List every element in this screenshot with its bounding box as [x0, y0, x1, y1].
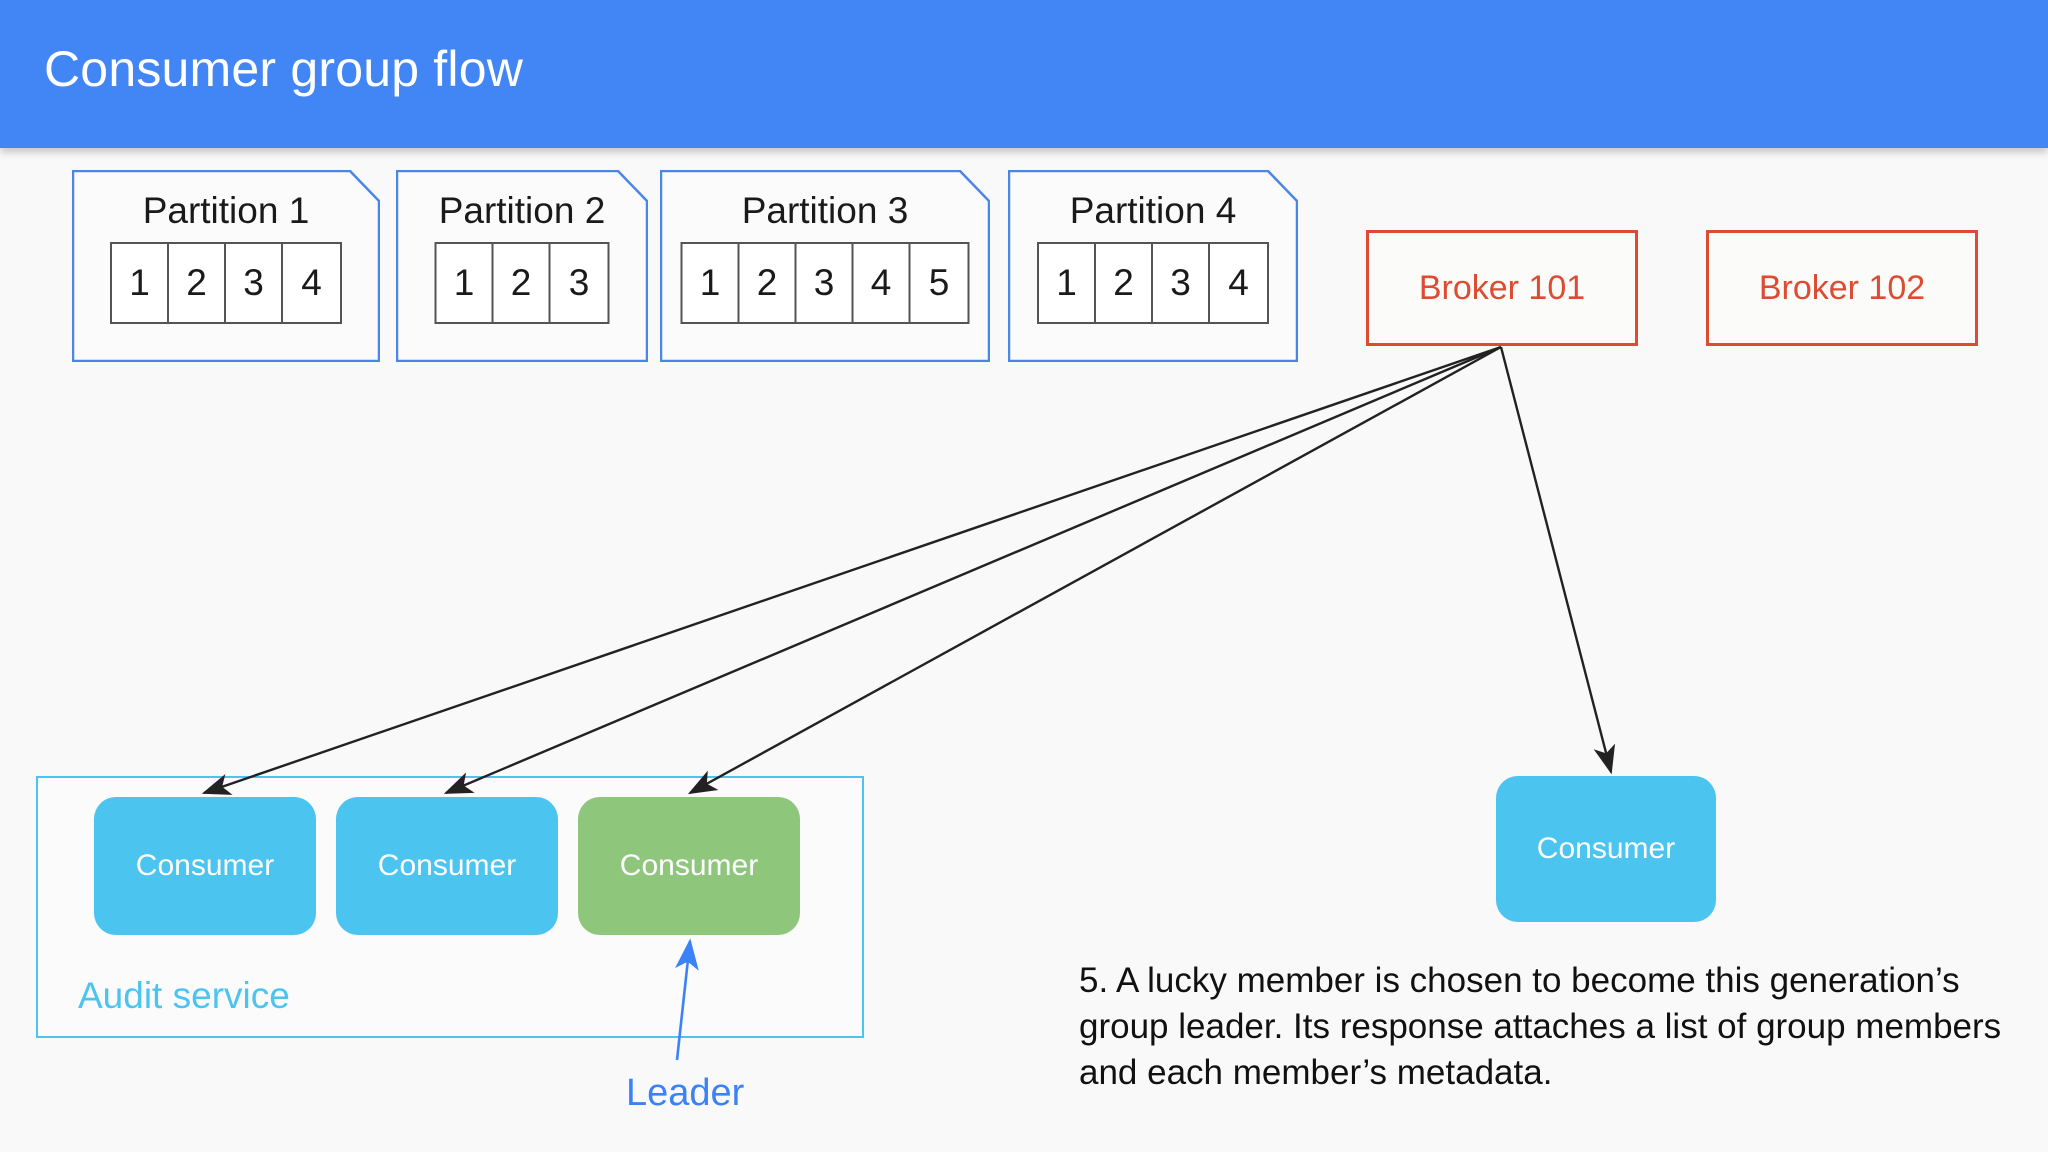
partition-cell: 2 — [169, 244, 226, 322]
partition-label: Partition 4 — [1069, 190, 1237, 231]
audit-service-label: Audit service — [78, 975, 290, 1016]
broker-label: Broker 101 — [1418, 268, 1586, 307]
arrow-broker101-to-standalone-consumer — [1499, 346, 1616, 775]
consumer-label: Consumer — [1536, 832, 1676, 865]
consumer-box-audit-leader: Consumer — [578, 797, 800, 935]
slide-header-banner: Consumer group flow — [0, 0, 2048, 148]
consumer-label: Consumer — [135, 849, 275, 882]
partition-cell-row: 1 2 3 4 5 — [680, 242, 970, 324]
partition-cell: 1 — [683, 244, 740, 322]
broker-box-101: Broker 101 — [1366, 230, 1638, 346]
step-description-text: 5. A lucky member is chosen to become th… — [1079, 961, 2002, 1093]
partition-cell-row: 1 2 3 4 — [1037, 242, 1269, 324]
consumer-box-audit-2: Consumer — [336, 797, 558, 935]
consumer-label: Consumer — [619, 849, 759, 882]
leader-callout-label: Leader — [626, 1072, 745, 1114]
partition-cell: 2 — [740, 244, 797, 322]
partition-cell: 4 — [854, 244, 911, 322]
partition-cell: 4 — [1228, 262, 1249, 303]
partition-cell: 3 — [797, 244, 854, 322]
partition-cell: 4 — [301, 262, 322, 303]
consumer-box-audit-1: Consumer — [94, 797, 316, 935]
partition-card-4: Partition 4 1 2 3 4 — [1008, 170, 1298, 362]
partition-cell: 2 — [494, 244, 551, 322]
broker-label: Broker 102 — [1758, 268, 1926, 307]
partition-card-3: Partition 3 1 2 3 4 5 — [660, 170, 990, 362]
partition-label: Partition 1 — [142, 190, 310, 231]
partition-cell: 1 — [112, 244, 169, 322]
partition-card-2: Partition 2 1 2 3 — [396, 170, 648, 362]
consumer-label: Consumer — [377, 849, 517, 882]
consumer-box-standalone: Consumer — [1496, 776, 1716, 922]
partition-card-1: Partition 1 1 2 3 4 — [72, 170, 380, 362]
partition-cell: 5 — [928, 262, 950, 303]
partition-label: Partition 2 — [438, 190, 606, 231]
broker-box-102: Broker 102 — [1706, 230, 1978, 346]
partition-cell: 1 — [1039, 244, 1096, 322]
page-title: Consumer group flow — [44, 41, 524, 97]
partition-label: Partition 3 — [741, 190, 909, 231]
partition-cell: 1 — [437, 244, 494, 322]
partition-cell: 2 — [1096, 244, 1153, 322]
partition-cell: 3 — [226, 244, 283, 322]
partition-cell-row: 1 2 3 — [434, 242, 610, 324]
arrow-broker101-to-consumer2 — [443, 345, 1502, 795]
arrow-broker101-to-leader-consumer — [687, 345, 1502, 795]
partition-cell: 3 — [568, 262, 590, 303]
partition-cell: 3 — [1153, 244, 1210, 322]
arrow-broker101-to-consumer1 — [201, 345, 1502, 795]
partition-cell-row: 1 2 3 4 — [110, 242, 342, 324]
